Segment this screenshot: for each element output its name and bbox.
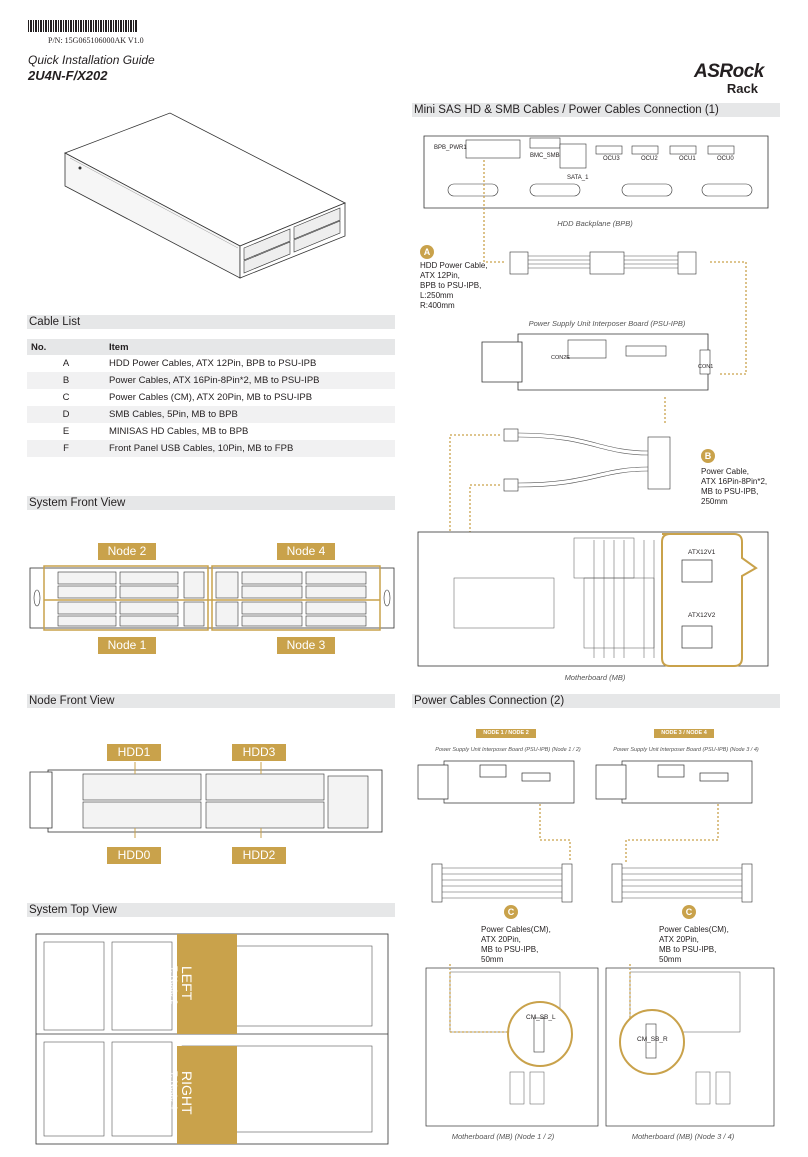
hdd0-label: HDD0 (107, 847, 161, 864)
model-title: 2U4N-F/X202 (28, 68, 108, 83)
left-title: LEFT (179, 966, 195, 1001)
brand-top: ASRock (694, 61, 764, 82)
system-front-illustration (29, 565, 395, 631)
barcode (28, 20, 138, 32)
top-right-label: RIGHT T: Node 4 B: Node 3 (157, 1071, 195, 1151)
hdd-backplane-illustration (423, 135, 769, 209)
power-cables-2-heading: Power Cables Connection (2) (412, 694, 780, 708)
node2-label: Node 2 (98, 543, 156, 560)
psu-ipb-illustration (481, 333, 711, 391)
psu12-caption: Power Supply Unit Interposer Board (PSU-… (435, 747, 581, 753)
psu-pair-illustration (417, 760, 753, 804)
badge-b: B (701, 449, 715, 463)
psu34-caption: Power Supply Unit Interposer Board (PSU-… (613, 747, 759, 753)
con2e-label: CON2E (551, 355, 570, 361)
node-front-illustration (29, 762, 383, 838)
ocu0-label: OCU0 (717, 156, 734, 162)
node34-tag: NODE 3 / NODE 4 (654, 729, 714, 738)
mini-sas-heading: Mini SAS HD & SMB Cables / Power Cables … (412, 103, 780, 117)
motherboard-pair-illustration (425, 962, 775, 1127)
atx12v2-label: ATX12V2 (688, 612, 716, 619)
note-c-right: Power Cables(CM), ATX 20Pin, MB to PSU-I… (659, 925, 729, 964)
cable-c-illustration (431, 804, 753, 903)
system-front-heading: System Front View (27, 496, 395, 510)
system-top-illustration (35, 933, 389, 1145)
cable-a-illustration (483, 160, 747, 375)
note-b: Power Cable, ATX 16Pin-8Pin*2, MB to PSU… (701, 467, 768, 506)
motherboard-illustration (417, 531, 769, 667)
node-front-heading: Node Front View (27, 694, 395, 708)
note-a: HDD Power Cable, ATX 12Pin, BPB to PSU-I… (420, 261, 488, 310)
ocu3-label: OCU3 (603, 156, 620, 162)
left-bottom-node: B: Node 1 (158, 966, 168, 1007)
node4-label: Node 4 (277, 543, 335, 560)
con1-label: CON1 (698, 364, 714, 370)
system-top-heading: System Top View (27, 903, 395, 917)
atx12v1-label: ATX12V1 (688, 549, 716, 556)
bpb-pwr-label: BPB_PWR1 (434, 145, 467, 151)
guide-title: Quick Installation Guide (28, 53, 155, 67)
top-left-label: LEFT T: Node 2 B: Node 1 (157, 966, 195, 1046)
node3-label: Node 3 (277, 637, 335, 654)
hdd1-label: HDD1 (107, 744, 161, 761)
brand-logo: ASRock Rack (694, 61, 784, 96)
right-top-node: T: Node 4 (169, 1071, 179, 1110)
right-title: RIGHT (179, 1071, 195, 1115)
badge-c-left: C (504, 905, 518, 919)
sata-label: SATA_1 (567, 175, 589, 181)
badge-a: A (420, 245, 434, 259)
bmc-smb-label: BMC_SMB (530, 153, 560, 159)
col-no: No. (27, 339, 105, 355)
system-chassis-illustration (64, 112, 346, 279)
col-item: Item (105, 339, 395, 355)
motherboard-caption: Motherboard (MB) (564, 673, 626, 682)
ocu2-label: OCU2 (641, 156, 658, 162)
node12-tag: NODE 1 / NODE 2 (476, 729, 536, 738)
hdd2-label: HDD2 (232, 847, 286, 864)
node1-label: Node 1 (98, 637, 156, 654)
mb12-caption: Motherboard (MB) (Node 1 / 2) (451, 1132, 555, 1141)
cm-sb-r-label: CM_SB_R (637, 1036, 668, 1043)
cable-list-heading: Cable List (27, 315, 395, 329)
right-bottom-node: B: Node 3 (158, 1071, 168, 1112)
note-c-left: Power Cables(CM), ATX 20Pin, MB to PSU-I… (481, 925, 551, 964)
brand-sub: Rack (726, 81, 758, 96)
cable-b-illustration (449, 397, 671, 535)
badge-c-right: C (682, 905, 696, 919)
hdd-backplane-caption: HDD Backplane (BPB) (557, 219, 633, 228)
cable-table-header: No. Item (27, 339, 395, 355)
psu-ipb-caption: Power Supply Unit Interposer Board (PSU-… (528, 319, 686, 328)
hdd3-label: HDD3 (232, 744, 286, 761)
mb34-caption: Motherboard (MB) (Node 3 / 4) (631, 1132, 735, 1141)
left-top-node: T: Node 2 (169, 966, 179, 1005)
part-number: P/N: 15G065106000AK V1.0 (48, 36, 144, 45)
ocu1-label: OCU1 (679, 156, 696, 162)
cm-sb-l-label: CM_SB_L (526, 1014, 556, 1021)
